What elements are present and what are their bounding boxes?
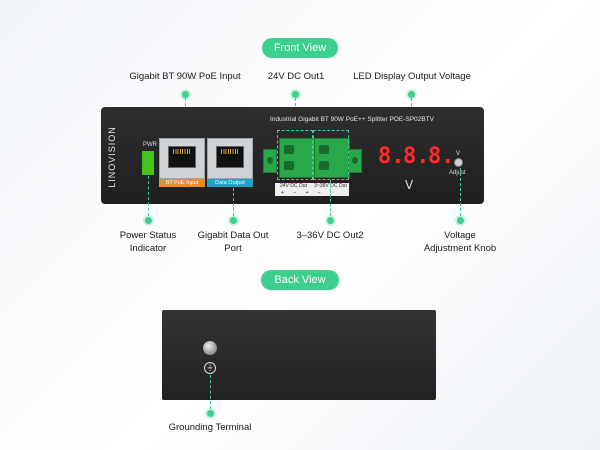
poe-input-tag: BT PoE Input (159, 179, 205, 187)
label-led-display: LED Display Output Voltage (353, 71, 471, 82)
callout-dot-dc-out1 (292, 91, 299, 98)
callout-line-power-status (148, 176, 149, 216)
callout-dot-poe-input (182, 91, 189, 98)
rj45-poe-input-port (159, 138, 205, 179)
callout-dot-power-status (145, 217, 152, 224)
callout-dot-knob (457, 217, 464, 224)
power-status-led (142, 151, 154, 175)
callout-dot-grounding (207, 410, 214, 417)
dc-out2-highlight (313, 130, 349, 180)
label-knob-1: Voltage (444, 230, 476, 241)
label-dc-out1: 24V DC Out1 (267, 71, 325, 82)
term-polarity: + − + − (275, 190, 349, 196)
callout-dot-data-out (230, 217, 237, 224)
callout-line-grounding (210, 375, 211, 409)
back-view-title: Back View (261, 270, 339, 290)
dc-out1-terminal (279, 138, 315, 178)
device-back-panel (162, 310, 436, 400)
brand-logo: LINOVISION (107, 126, 118, 188)
callout-dot-dc-out2 (327, 217, 334, 224)
product-title: Industrial Gigabit BT 90W PoE++ Splitter… (270, 116, 434, 123)
callout-dot-led-display (408, 91, 415, 98)
led-digit-3: 8. (428, 144, 455, 169)
adjust-label: Adjust (449, 170, 466, 176)
ground-symbol-icon: ⏚ (204, 362, 216, 374)
label-dc-out2: 3–36V DC Out2 (296, 230, 364, 241)
label-power-status-2: Indicator (129, 243, 167, 254)
label-knob-2: Adjustment Knob (423, 243, 497, 254)
label-poe-input: Gigabit BT 90W PoE Input (129, 71, 241, 82)
led-digit-2: 8. (403, 144, 430, 169)
front-view-title: Front View (262, 38, 338, 58)
label-grounding: Grounding Terminal (168, 422, 252, 433)
led-digit-1: 8. (378, 144, 405, 169)
voltage-mark: V (456, 151, 461, 157)
term-label-1: 24V DC Out (275, 183, 312, 190)
dc-out1-highlight (277, 130, 313, 180)
label-data-out-2: Port (224, 243, 242, 254)
voltage-adjust-knob[interactable] (454, 158, 463, 167)
callout-line-knob (460, 168, 461, 216)
rj45-data-output-port (207, 138, 253, 179)
terminal-tab-right (348, 149, 362, 173)
data-output-tag: Data Output (207, 179, 253, 187)
callout-line-dc-out2 (330, 180, 331, 216)
grounding-screw-icon (203, 341, 217, 355)
v-logo-icon: V (405, 178, 414, 192)
label-power-status-1: Power Status (119, 230, 177, 241)
terminal-tab-left (263, 149, 277, 173)
label-data-out-1: Gigabit Data Out (197, 230, 269, 241)
callout-line-data-out (233, 188, 234, 216)
pwr-label: PWR (143, 142, 157, 148)
